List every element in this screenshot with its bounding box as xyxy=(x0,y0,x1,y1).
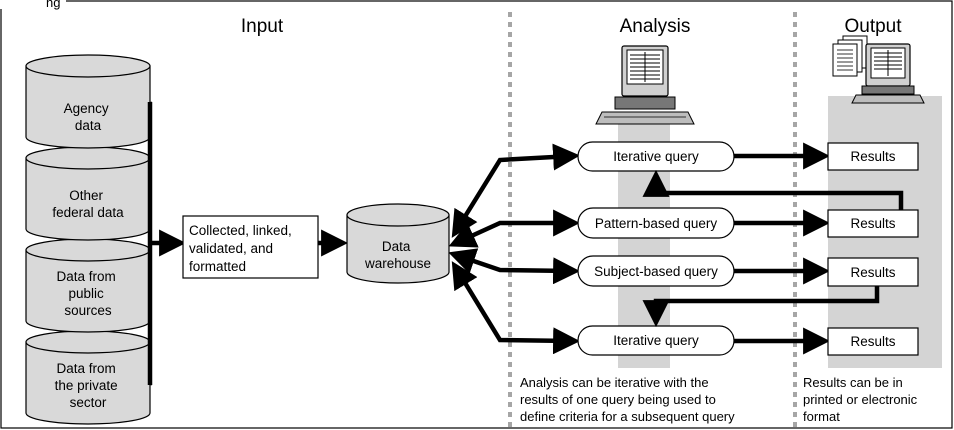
svg-text:Iterative query: Iterative query xyxy=(613,333,699,348)
feedback-loop-to-last-query xyxy=(642,286,880,328)
query-pill-3: Subject-based query xyxy=(577,255,735,287)
results-box-1: Results xyxy=(827,142,919,171)
svg-text:Subject-based query: Subject-based query xyxy=(594,264,718,279)
query-pill-2: Pattern-based query xyxy=(577,207,735,239)
svg-text:Results: Results xyxy=(850,149,895,164)
results-box-3: Results xyxy=(827,257,919,287)
svg-text:Results: Results xyxy=(850,216,895,231)
analysis-note: Analysis can be iterative with the resul… xyxy=(520,375,735,424)
computer-workstation-icon xyxy=(595,45,695,125)
svg-text:Data from the private: Data from the private sector xyxy=(55,361,122,410)
svg-text:Results: Results xyxy=(850,334,895,349)
warehouse-query-arrows xyxy=(448,143,581,355)
results-box-2: Results xyxy=(827,209,919,238)
svg-text:Other federal data: Other federal data xyxy=(52,188,124,220)
query-pill-1: Iterative query xyxy=(577,141,735,172)
svg-text:Data from public s: Data from public sources xyxy=(56,269,119,318)
printed-documents-icon xyxy=(832,35,868,77)
output-note: Results can be in printed or electronic … xyxy=(803,375,921,424)
svg-text:Pattern-based query: Pattern-based query xyxy=(595,216,718,231)
query-result-arrows xyxy=(734,142,831,355)
feedback-loop-to-first-query xyxy=(642,169,904,210)
svg-text:Agency data: Agency data xyxy=(64,101,113,133)
title-cover xyxy=(0,0,66,9)
source-cylinder-4: Data from the private sector xyxy=(25,330,151,425)
results-box-4: Results xyxy=(827,327,919,356)
svg-text:Collected, linked, valid: Collected, linked, validated, and format… xyxy=(189,223,296,274)
svg-text:Results: Results xyxy=(850,265,895,280)
source-collector-lines xyxy=(147,101,187,386)
process-box: Collected, linked, validated, and format… xyxy=(182,215,319,279)
section-input: Input xyxy=(241,16,284,37)
output-computer-icon xyxy=(851,43,925,104)
data-warehouse-cylinder: Data warehouse xyxy=(346,203,450,284)
section-analysis: Analysis xyxy=(620,16,691,37)
source-cylinder-3: Data from public sources xyxy=(25,238,151,333)
section-output: Output xyxy=(844,16,902,37)
title-fragment: ng xyxy=(46,0,60,10)
query-pill-4: Iterative query xyxy=(577,325,735,356)
svg-text:Iterative query: Iterative query xyxy=(613,149,699,164)
source-cylinder-1: Agency data xyxy=(25,54,151,149)
svg-text:Data warehouse: Data warehouse xyxy=(364,239,431,271)
source-cylinder-2: Other federal data xyxy=(25,146,151,241)
